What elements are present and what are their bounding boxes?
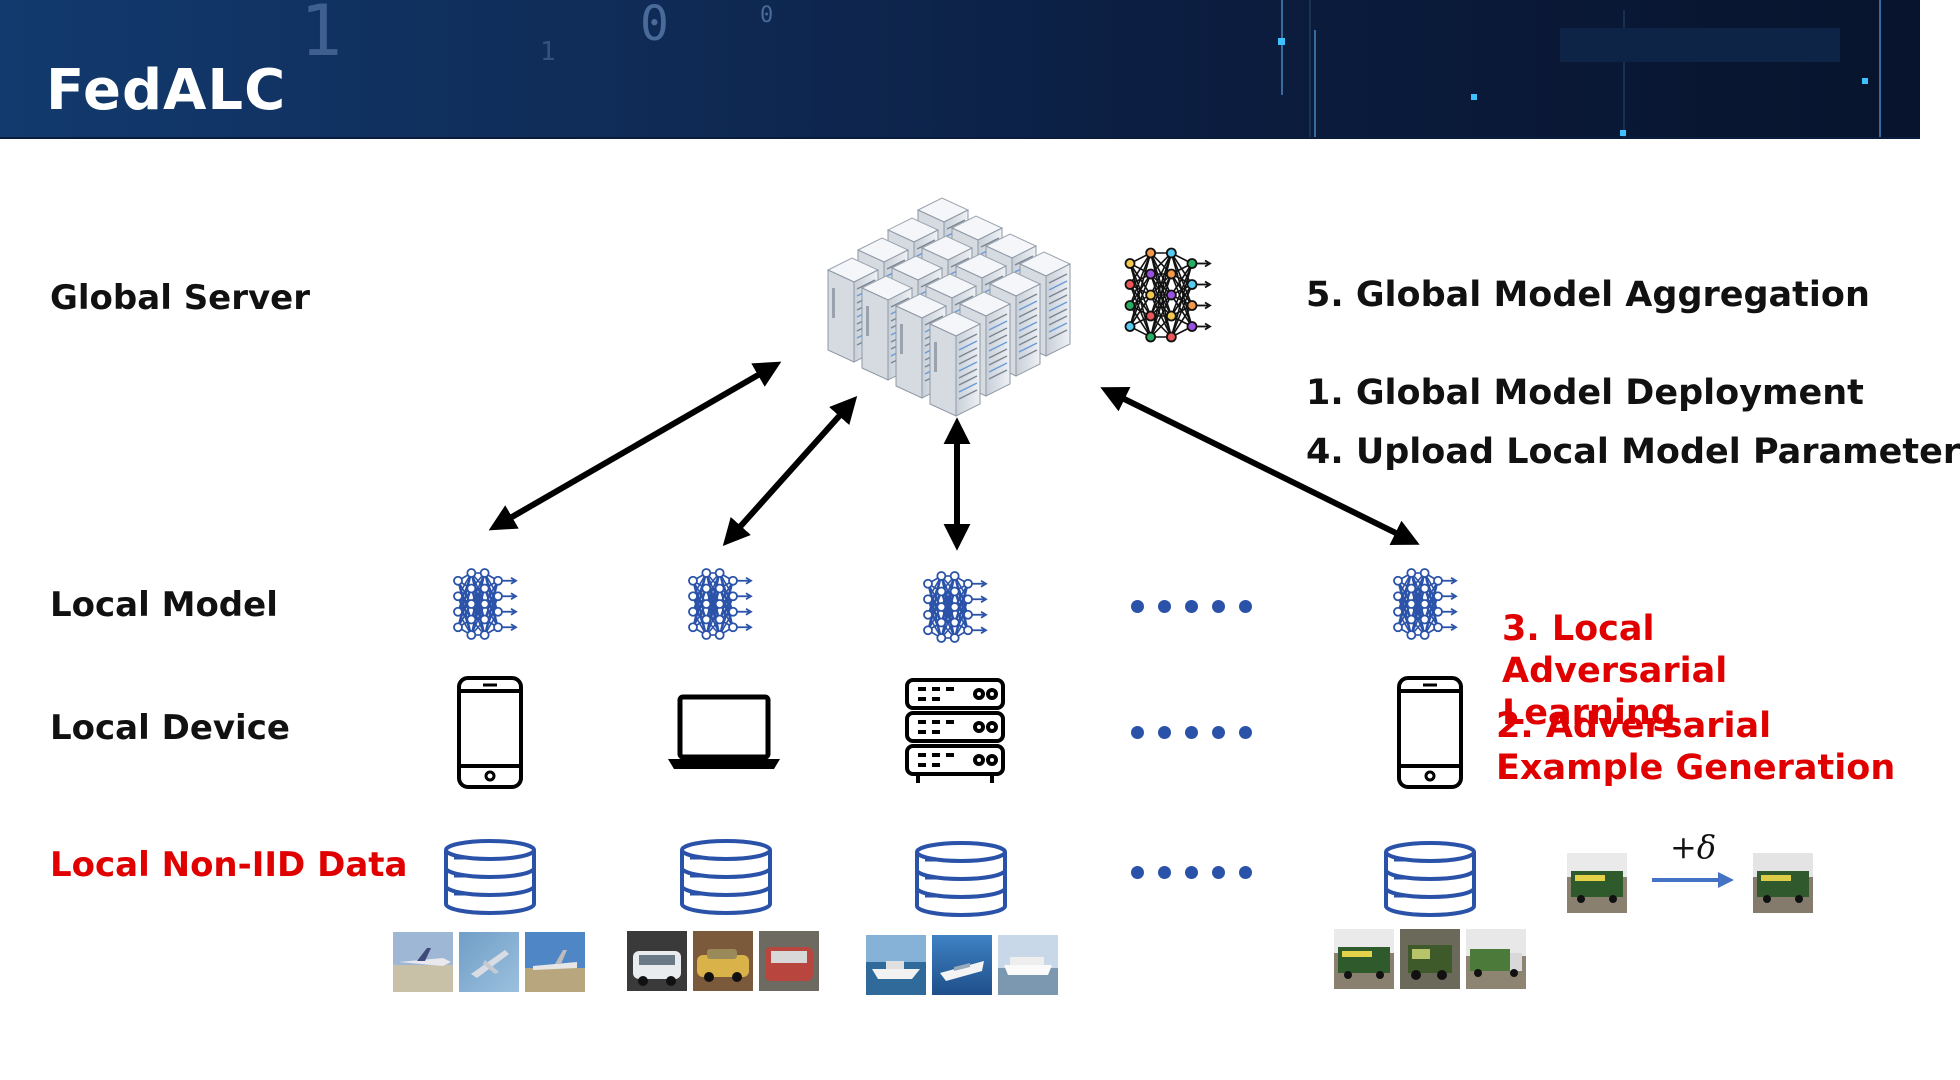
row-label-local-device: Local Device: [50, 708, 290, 748]
smartphone-icon: [1397, 676, 1463, 789]
svg-text:1: 1: [300, 0, 342, 72]
ship-image: [998, 935, 1058, 995]
database-icon: [444, 839, 536, 915]
client-data-thumbnails: [1334, 929, 1526, 989]
svg-text:0: 0: [760, 3, 773, 28]
client-data-thumbnails: [393, 932, 585, 992]
clean-example-image: [1567, 853, 1627, 913]
row-label-local-model: Local Model: [50, 585, 278, 625]
page-title: FedALC: [46, 58, 287, 123]
automobile-image: [759, 931, 819, 991]
database-icon: [915, 841, 1007, 917]
step-example-generation: 2. Adversarial Example Generation: [1496, 706, 1896, 788]
client-data-thumbnails: [866, 935, 1058, 995]
step-adversarial-learning: 3. Local Adversarial Learning: [1502, 609, 1728, 733]
arrow-client-2: [722, 395, 858, 547]
airplane-image: [525, 932, 585, 992]
database-icon: [680, 839, 772, 915]
server-cluster-icon: [826, 197, 1072, 417]
local-model-network-icon: [1393, 568, 1458, 640]
automobile-image: [693, 931, 753, 991]
svg-text:0: 0: [640, 0, 669, 52]
local-model-network-icon: [453, 568, 518, 640]
banner-divider: [0, 137, 1920, 139]
communication-arrows: [488, 361, 1420, 551]
ship-image: [932, 935, 992, 995]
laptop-icon: [668, 694, 780, 769]
airplane-image: [459, 932, 519, 992]
server-rack-icon: [905, 678, 1005, 783]
title-banner: 1 0 0 1 FedALC: [0, 0, 1920, 138]
banner-decoration: 1 0 0 1: [300, 0, 1881, 138]
step-aggregation: 5. Global Model Aggregation: [1306, 275, 1870, 315]
truck-image: [1400, 929, 1460, 989]
smartphone-icon: [457, 676, 523, 789]
row-label-local-data: Local Non-IID Data: [50, 845, 408, 885]
more-clients-ellipsis: [1131, 600, 1252, 613]
perturbation-arrow: [1652, 872, 1734, 888]
row-label-global-server: Global Server: [50, 278, 310, 318]
global-model-network-icon: [1124, 247, 1212, 343]
adversarial-example-image: [1753, 853, 1813, 913]
local-model-network-icon: [688, 568, 753, 640]
perturbation-label: +δ: [1670, 828, 1717, 866]
airplane-image: [393, 932, 453, 992]
arrow-client-1: [488, 361, 782, 531]
ship-image: [866, 935, 926, 995]
client-data-thumbnails: [627, 931, 819, 991]
truck-image: [1466, 929, 1526, 989]
svg-text:1: 1: [540, 37, 556, 67]
truck-image: [1334, 929, 1394, 989]
automobile-image: [627, 931, 687, 991]
more-clients-ellipsis: [1131, 866, 1252, 879]
local-model-network-icon: [923, 571, 988, 643]
arrow-client-4: [1100, 387, 1420, 545]
database-icon: [1384, 841, 1476, 917]
more-clients-ellipsis: [1131, 726, 1252, 739]
